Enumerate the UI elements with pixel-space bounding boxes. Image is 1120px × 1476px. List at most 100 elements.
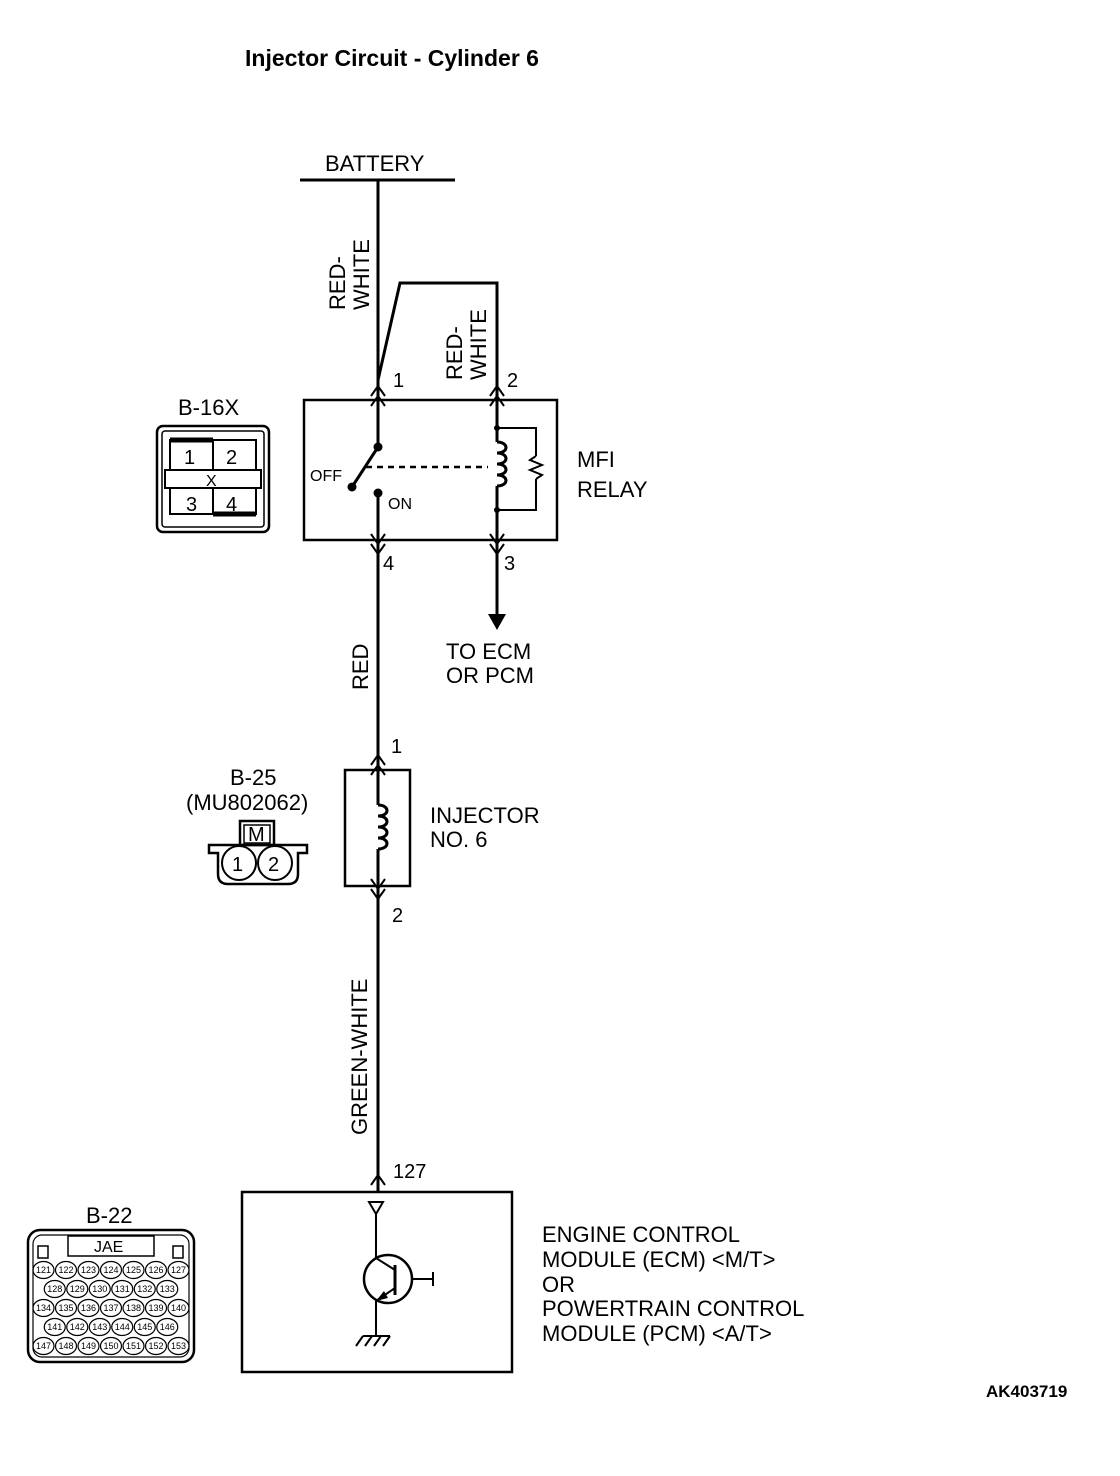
ecm-connector-pin-cell — [66, 1279, 89, 1299]
injector-connector-part: (MU802062) — [186, 790, 308, 815]
ecm-connector-pin-label: 130 — [92, 1284, 107, 1294]
ecm-label-line2: MODULE (ECM) <M/T> — [542, 1247, 775, 1272]
ecm-connector-pin-cell — [32, 1298, 55, 1318]
ecm-connector-pin-label: 132 — [137, 1284, 152, 1294]
relay-connector-pin-1: 1 — [184, 447, 195, 469]
ecm-connector-pin-label: 133 — [160, 1284, 175, 1294]
ecm-pin-127: 127 — [393, 1161, 426, 1183]
relay-name-line2: RELAY — [577, 477, 648, 502]
ecm-label-line3: OR — [542, 1272, 575, 1297]
svg-text:RED-: RED- — [442, 326, 467, 380]
svg-text:WHITE: WHITE — [349, 239, 374, 310]
ecm-connector-pin-cell — [156, 1317, 179, 1337]
relay-connector-pin-3: 3 — [186, 494, 197, 516]
ecm-connector-pin-cell — [66, 1317, 89, 1337]
ecm-connector-pin-label: 146 — [160, 1322, 175, 1332]
ecm-connector-pin-label: 136 — [81, 1303, 96, 1313]
ecm-connector-pin-label: 128 — [47, 1284, 62, 1294]
ecm-pin-marker — [370, 1173, 386, 1186]
ecm-connector-pin-label: 138 — [126, 1303, 141, 1313]
relay-resistor — [527, 455, 545, 480]
relay-connector-pin-2: 2 — [226, 447, 237, 469]
ecm-connector-pin-label: 143 — [92, 1322, 107, 1332]
relay-pin-2: 2 — [507, 370, 518, 392]
ecm-connector-pin-label: 150 — [103, 1341, 118, 1351]
ecm-connector-pin-cell — [77, 1298, 100, 1318]
ecm-connector-pin-cell — [43, 1279, 66, 1299]
ecm-connector-pin-cell — [156, 1279, 179, 1299]
ecm-transistor — [362, 1253, 414, 1305]
ecm-connector-pin-cell — [144, 1298, 168, 1318]
ecm-connector-pin-label: 140 — [171, 1303, 186, 1313]
ecm-label-line4: POWERTRAIN CONTROL — [542, 1296, 804, 1321]
ecm-input-marker — [367, 1201, 385, 1216]
ecm-connector-pin-label: 151 — [126, 1341, 141, 1351]
svg-text:GREEN-WHITE: GREEN-WHITE — [347, 979, 372, 1135]
svg-text:RED: RED — [348, 644, 373, 690]
injector-connector-outline — [207, 843, 309, 886]
battery-label: BATTERY — [325, 151, 425, 176]
ecm-connector-outline — [26, 1228, 196, 1364]
ecm-connector-pin-label: 124 — [103, 1265, 118, 1275]
ecm-connector-pin-label: 135 — [58, 1303, 73, 1313]
relay-name-line1: MFI — [577, 447, 615, 472]
ecm-connector-pin-cell — [144, 1260, 168, 1280]
ecm-connector-pin-label: 134 — [36, 1303, 51, 1313]
ecm-connector-pin-label: 125 — [126, 1265, 141, 1275]
ecm-connector-pin-cell — [167, 1298, 190, 1318]
arrow-down-icon — [488, 614, 506, 630]
injector-name-line2: NO. 6 — [430, 827, 487, 852]
ecm-connector-pin-cell — [111, 1317, 134, 1337]
svg-text:WHITE: WHITE — [466, 309, 491, 380]
ecm-connector-pin-cell — [133, 1317, 156, 1337]
injector-name-line1: INJECTOR — [430, 803, 540, 828]
ecm-connector-id: B-22 — [86, 1203, 132, 1228]
ecm-connector-pin-cell — [54, 1298, 78, 1318]
ecm-connector-pin-label: 153 — [171, 1341, 186, 1351]
ecm-connector-pin-label: 149 — [81, 1341, 96, 1351]
wire-label-red-white-2: RED- WHITE — [442, 309, 491, 380]
ecm-connector-pin-cell — [54, 1260, 78, 1280]
injector-pin-1: 1 — [391, 736, 402, 758]
relay-connector-outline — [155, 424, 271, 534]
ecm-connector-pin-cell — [144, 1336, 168, 1356]
ecm-connector-pin-label: 148 — [58, 1341, 73, 1351]
relay-connector-mark: X — [206, 473, 217, 490]
ecm-connector-pin-label: 131 — [115, 1284, 130, 1294]
ecm-connector-pin-label: 127 — [171, 1265, 186, 1275]
relay-pin-1: 1 — [393, 370, 404, 392]
ecm-label-line1: ENGINE CONTROL — [542, 1222, 740, 1247]
to-ecm-line1: TO ECM — [446, 639, 531, 664]
ecm-connector-pin-cell — [133, 1279, 156, 1299]
injector-connector-mark: M — [248, 824, 265, 846]
ecm-connector-pin-cell — [122, 1298, 145, 1318]
ecm-box — [240, 1190, 514, 1374]
ecm-connector-pin-cell — [88, 1317, 111, 1337]
ecm-connector-pin-cell — [32, 1336, 55, 1356]
relay-connector-pin-4: 4 — [226, 494, 237, 516]
relay-coil — [496, 440, 508, 488]
ecm-label-line5: MODULE (PCM) <A/T> — [542, 1321, 772, 1346]
ecm-connector-pin-label: 152 — [148, 1341, 163, 1351]
wire-label-green-white: GREEN-WHITE — [347, 979, 372, 1135]
ecm-connector-pin-label: 137 — [103, 1303, 118, 1313]
ecm-connector-pin-cell — [167, 1260, 190, 1280]
diagram-title: Injector Circuit - Cylinder 6 — [245, 45, 539, 71]
ecm-connector-pin-label: 123 — [81, 1265, 96, 1275]
mfi-relay-box — [302, 398, 559, 542]
ecm-connector-pin-cell — [77, 1336, 100, 1356]
ecm-connector-pin-cell — [43, 1317, 66, 1337]
ecm-connector-pin-cell — [99, 1336, 123, 1356]
ecm-connector-pin-cell — [167, 1336, 190, 1356]
ecm-connector-pin-label: 139 — [148, 1303, 163, 1313]
ecm-connector-brand: JAE — [94, 1239, 123, 1256]
ecm-connector-pin-cell — [77, 1260, 100, 1280]
to-ecm-line2: OR PCM — [446, 663, 534, 688]
figure-id: AK403719 — [986, 1382, 1067, 1401]
ecm-connector-pin-cell — [88, 1279, 111, 1299]
relay-switch-pivot — [347, 482, 357, 492]
injector-connector-id: B-25 — [230, 765, 276, 790]
ecm-connector-pin-cell — [122, 1336, 145, 1356]
wire-relay-pin2 — [376, 281, 499, 400]
ground-icon — [355, 1335, 391, 1347]
